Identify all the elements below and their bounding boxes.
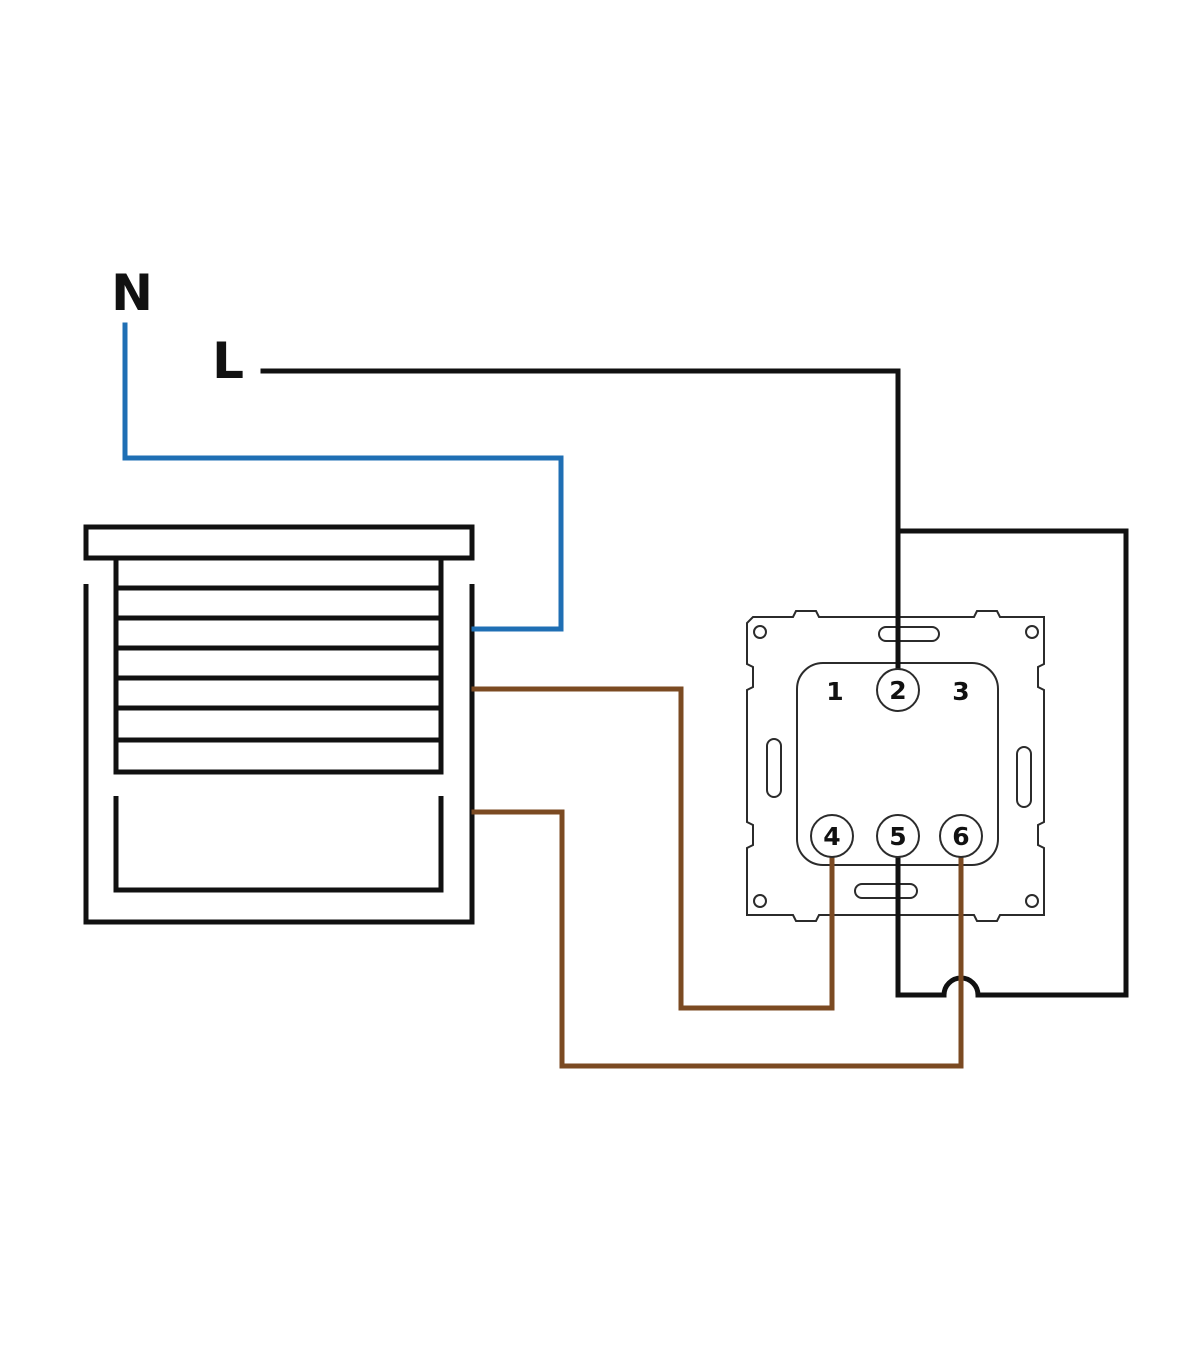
- terminal-label: 6: [952, 822, 969, 851]
- terminal-3: 3: [952, 677, 969, 706]
- terminal-1: 1: [826, 677, 843, 706]
- terminal-circle: [876, 668, 920, 712]
- shutter-lower-panel: [113, 796, 444, 893]
- live-label: L: [212, 332, 244, 390]
- terminal-circle: [810, 814, 854, 858]
- roller-shutter-icon: [83, 524, 475, 925]
- screw-hole-top-right: [1025, 625, 1039, 639]
- shutter-slats-frame: [113, 558, 444, 775]
- motor-wire-up: [471, 686, 835, 1011]
- terminal-label: 3: [952, 677, 969, 706]
- common-loop-wire: [895, 528, 1129, 998]
- mounting-slot-right: [1016, 746, 1032, 808]
- switch-mounting-plate: [746, 610, 1045, 922]
- neutral-wire: [122, 322, 564, 632]
- mounting-slot-left: [766, 738, 782, 798]
- motor-wire-down: [471, 809, 964, 1069]
- terminal-label: 4: [823, 822, 840, 851]
- terminal-circle: [939, 814, 983, 858]
- mounting-slot-top: [878, 626, 940, 642]
- neutral-label: N: [111, 264, 153, 322]
- terminal-6: 6: [939, 814, 983, 858]
- screw-hole-bottom-right: [1025, 894, 1039, 908]
- terminal-label: 2: [889, 676, 906, 705]
- terminal-label: 5: [889, 822, 906, 851]
- common-loop-wire-crossover: [895, 851, 983, 998]
- terminal-5: 5: [876, 814, 920, 858]
- terminal-circle: [876, 814, 920, 858]
- shutter-frame: [83, 584, 475, 925]
- mounting-slot-bottom: [854, 883, 918, 899]
- terminal-label: 1: [826, 677, 843, 706]
- screw-hole-bottom-left: [753, 894, 767, 908]
- terminal-2: 2: [876, 668, 920, 712]
- terminal-4: 4: [810, 814, 854, 858]
- screw-hole-top-left: [753, 625, 767, 639]
- shutter-top-box: [83, 524, 475, 561]
- live-wire: [260, 368, 901, 671]
